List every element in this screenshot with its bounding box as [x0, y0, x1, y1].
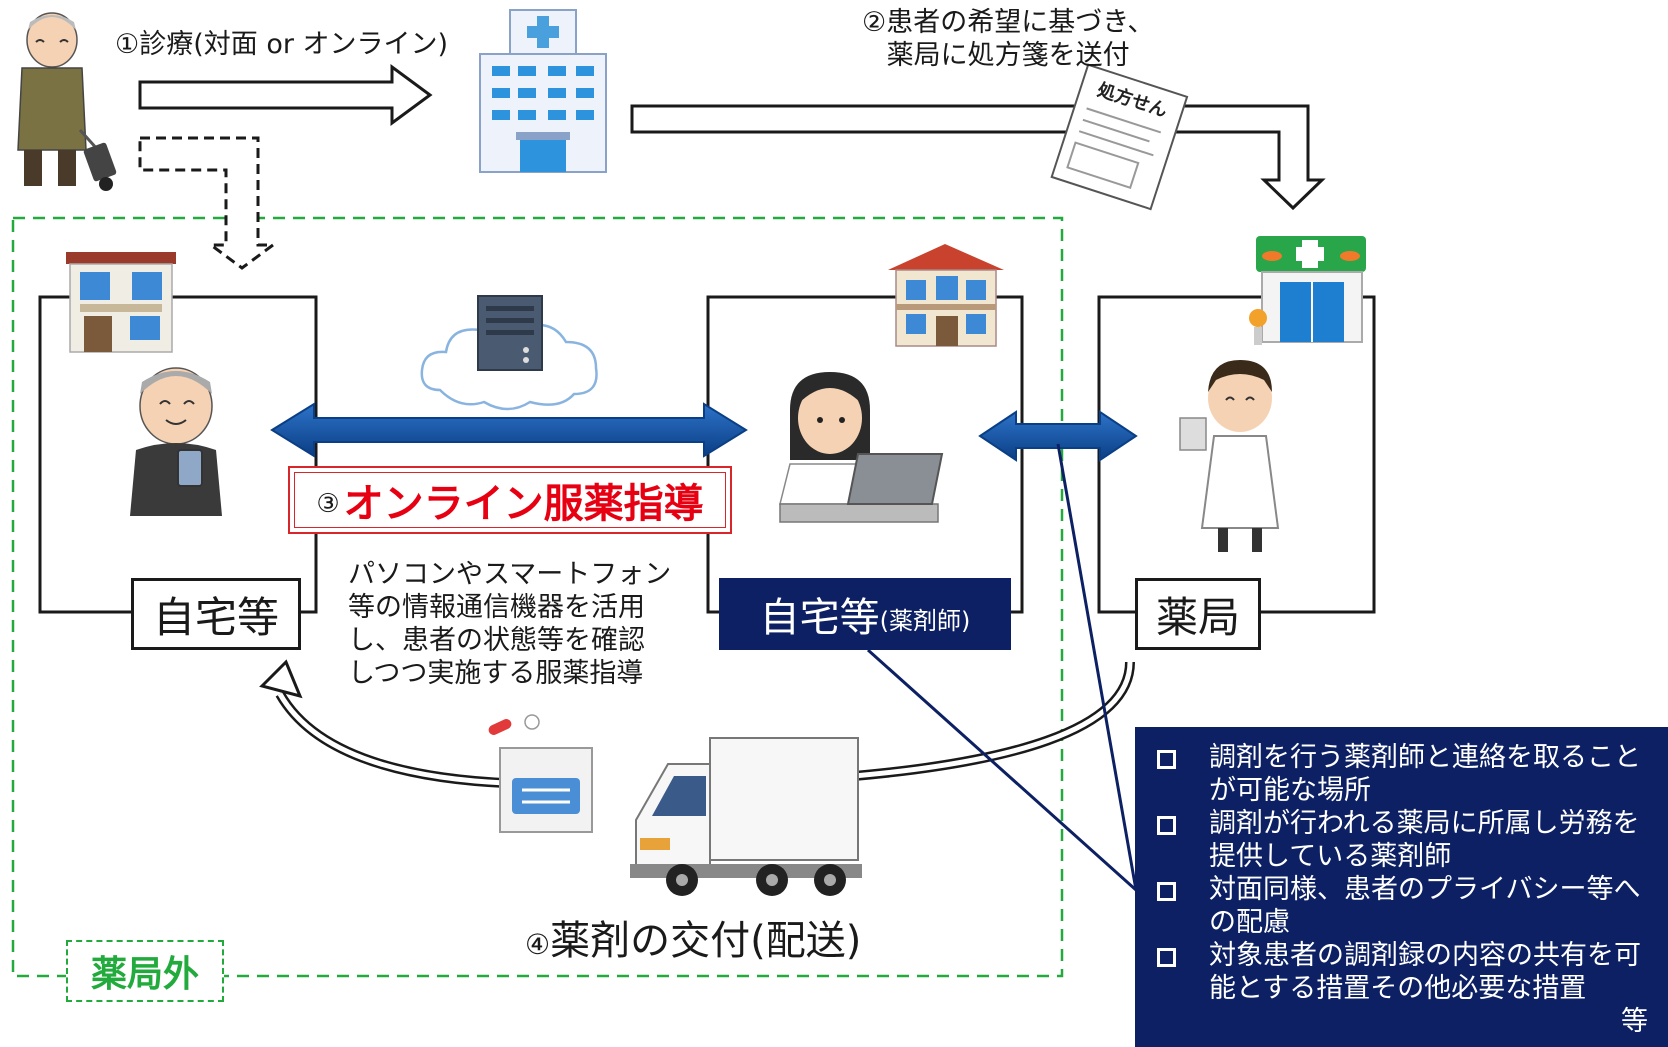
online-guidance-title-box: ③ オンライン服薬指導 [288, 466, 732, 534]
requirement-text: 調剤を行う薬剤師と連絡を取ることが可能な場所 [1209, 742, 1641, 806]
pharmacy-pharmacist-icon [1179, 360, 1280, 552]
delivery-text: 薬剤の交付(配送) [550, 918, 862, 964]
pharmacy-link-arrow [978, 410, 1138, 462]
pharmacist-paren-text: (薬剤師) [879, 606, 971, 635]
pharmacist-home-text: 自宅等 [759, 595, 880, 641]
elderly-patient-icon [17, 12, 117, 191]
requirement-item: 対象患者の調剤録の内容の共有を可能とする措置その他必要な措置 [1157, 939, 1652, 1005]
medicine-bag-icon [488, 714, 593, 833]
delivery-arrowhead [259, 659, 303, 699]
description-line: 等の情報通信機器を活用 [348, 592, 645, 623]
pharmacist-with-laptop-icon [779, 372, 944, 523]
prescription-send-label: ②患者の希望に基づき、 薬局に処方箋を送付 [862, 6, 1154, 72]
requirement-item: 調剤が行われる薬局に所属し労務を提供している薬剤師 [1157, 807, 1652, 873]
delivery-truck-icon [630, 737, 862, 896]
online-guidance-arrow [270, 402, 748, 458]
delivery-label: ④薬剤の交付(配送) [525, 908, 861, 966]
requirements-tail: 等 [1621, 1006, 1648, 1037]
consultation-arrow [138, 64, 433, 126]
prescription-arrow [630, 104, 1326, 211]
requirement-item: 対面同様、患者のプライバシー等への配慮 [1157, 873, 1652, 939]
online-guidance-description: パソコンやスマートフォン 等の情報通信機器を活用 し、患者の状態等を確認 しつつ… [348, 558, 671, 690]
requirement-text: 調剤が行われる薬局に所属し労務を提供している薬剤師 [1209, 808, 1640, 872]
checkbox-square-icon [1157, 816, 1176, 835]
description-line: パソコンやスマートフォン [348, 559, 672, 590]
prescription-send-line2: 薬局に処方箋を送付 [886, 40, 1130, 71]
online-guidance-number: ③ [316, 489, 340, 519]
cloud-server-icon [420, 295, 598, 411]
pharmacist-home-frame [706, 295, 1024, 614]
requirement-text: 対象患者の調剤録の内容の共有を可能とする措置その他必要な措置 [1209, 940, 1641, 1004]
pharmacist-home-label: 自宅等 (薬剤師) [719, 578, 1011, 650]
prescription-send-line1: ②患者の希望に基づき、 [862, 7, 1155, 38]
pharmacist-house-icon [888, 244, 1004, 347]
requirement-item: 調剤を行う薬剤師と連絡を取ることが可能な場所 [1157, 741, 1652, 807]
delivery-number: ④ [525, 928, 551, 961]
prescription-paper-icon: 処方せん [1050, 63, 1189, 211]
callout-line-pharmacist [866, 648, 1138, 892]
patient-home-dashed-arrow [138, 136, 278, 270]
patient-with-tablet-icon [130, 367, 222, 516]
online-guidance-title: オンライン服薬指導 [343, 481, 704, 527]
outside-pharmacy-label: 薬局外 [66, 940, 224, 1002]
requirements-panel: 調剤を行う薬剤師と連絡を取ることが可能な場所 調剤が行われる薬局に所属し労務を提… [1135, 727, 1668, 1047]
home-label: 自宅等 [131, 578, 301, 650]
pharmacy-label: 薬局 [1135, 578, 1261, 650]
callout-line-link [1056, 443, 1138, 891]
requirement-text: 対面同様、患者のプライバシー等への配慮 [1209, 874, 1641, 938]
hospital-icon [479, 9, 607, 173]
consultation-label: ①診療(対面 or オンライン) [115, 29, 449, 60]
outside-pharmacy-region [11, 216, 1064, 978]
home-house-icon [66, 252, 176, 353]
checkbox-square-icon [1157, 948, 1176, 967]
pharmacy-building-icon [1249, 236, 1366, 345]
checkbox-square-icon [1157, 750, 1176, 769]
pharmacy-frame [1097, 295, 1376, 614]
description-line: し、患者の状態等を確認 [348, 625, 645, 656]
checkbox-square-icon [1157, 882, 1176, 901]
home-frame [38, 295, 318, 614]
description-line: しつつ実施する服薬指導 [348, 658, 644, 689]
delivery-curve-arrow-inner [277, 661, 1133, 787]
